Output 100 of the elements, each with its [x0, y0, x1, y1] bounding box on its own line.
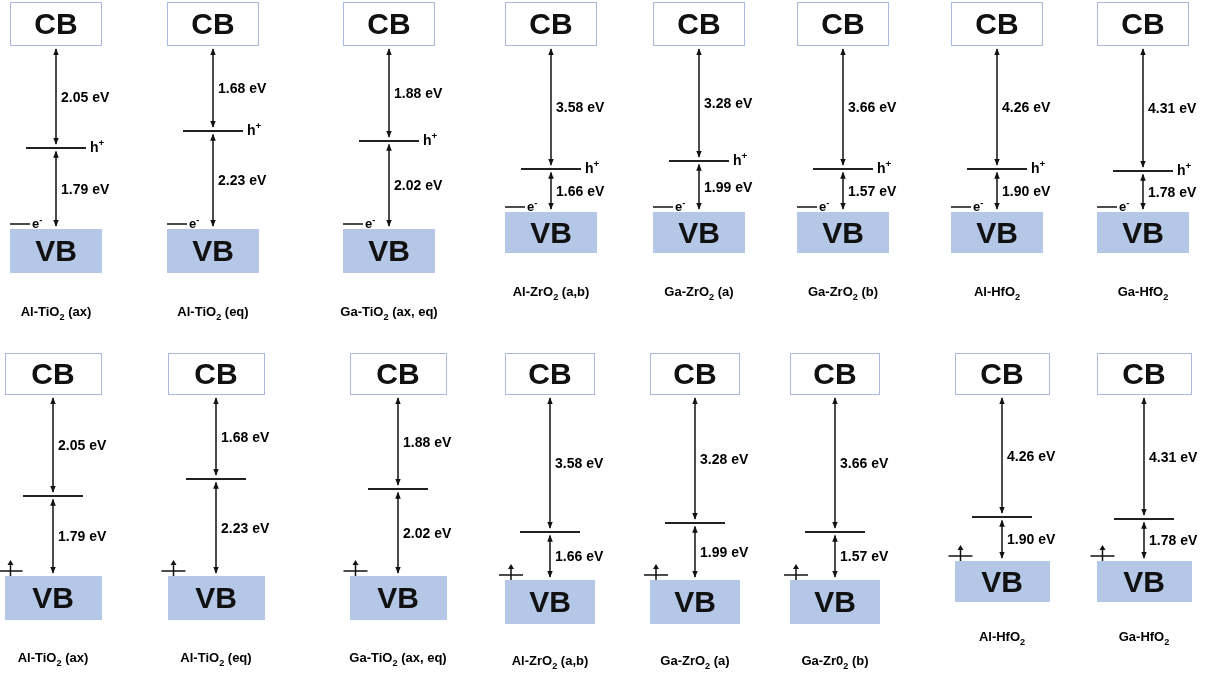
conduction-band-box: [650, 353, 740, 395]
edge-label: 2.02 eV: [394, 178, 443, 193]
valence-band-box: [343, 229, 435, 273]
electron-label: e$^{-}$: [32, 216, 43, 231]
edge-label: 2.23 eV: [221, 520, 270, 535]
energy-level-line: [186, 478, 246, 480]
band-label: VB: [674, 587, 716, 617]
band-label: CB: [376, 359, 420, 389]
valence-band-box: [951, 212, 1043, 253]
edge-label: 4.31 eV: [1148, 101, 1197, 115]
material-caption: Al-HfO$_{2}$: [978, 630, 1026, 647]
band-label: VB: [195, 583, 237, 613]
edge-label: 1.90 eV: [1002, 183, 1051, 198]
conduction-band-box: [4, 353, 102, 395]
valence-band-box: [797, 212, 889, 253]
band-label: VB: [529, 587, 571, 617]
conduction-band-box: [653, 2, 745, 46]
edge-label: 1.78 eV: [1149, 533, 1198, 548]
energy-level-line: [665, 522, 725, 524]
energy-level-line: [23, 495, 83, 497]
energy-level-line: [805, 531, 865, 533]
edge-label: 1.99 eV: [700, 544, 749, 559]
edge-label: 3.58 eV: [555, 456, 604, 470]
band-label: VB: [1122, 217, 1164, 248]
band-label: CB: [194, 359, 238, 389]
edge-label: 1.88 eV: [394, 86, 443, 100]
band-label: CB: [673, 359, 717, 389]
conduction-band-box: [951, 2, 1043, 46]
edge-label: 1.57 eV: [840, 549, 889, 564]
electron-label: e$^{-}$: [973, 199, 984, 214]
material-caption: Ga-ZrO$_{2}$ (a): [664, 285, 734, 302]
material-caption: Al-TiO$_{2}$ (eq): [180, 651, 252, 668]
material-caption: Ga-ZrO$_{2}$ (a): [660, 654, 730, 671]
electron-label: e$^{-}$: [189, 216, 200, 231]
band-label: CB: [529, 9, 573, 39]
energy-level-line: [972, 516, 1032, 518]
conduction-band-box: [954, 353, 1050, 395]
double-arrow: [395, 397, 401, 486]
edge-label: 1.88 eV: [403, 434, 452, 449]
band-label: VB: [32, 583, 74, 613]
edge-label: 1.66 eV: [555, 549, 604, 564]
hole-label: h$^{+}$: [733, 150, 748, 168]
valence-band-box: [954, 561, 1050, 602]
electron-label: e$^{-}$: [1119, 199, 1130, 214]
edge-label: 2.02 eV: [403, 525, 452, 540]
conduction-band-box: [349, 353, 447, 395]
edge-label: 1.99 eV: [704, 179, 753, 194]
band-label: VB: [976, 217, 1018, 248]
hole-label: h$^{+}$: [585, 158, 600, 176]
band-label: CB: [34, 9, 78, 39]
hole-label: h$^{+}$: [877, 158, 892, 176]
double-arrow: [840, 48, 846, 166]
double-arrow: [547, 534, 553, 578]
valence-band-box: [4, 576, 102, 620]
band-label: CB: [813, 359, 857, 389]
material-caption: Al-HfO$_{2}$: [973, 285, 1021, 302]
valence-band-box: [349, 576, 447, 620]
double-arrow: [999, 397, 1005, 514]
edge-label: 4.26 eV: [1007, 448, 1056, 463]
double-arrow: [994, 48, 1000, 166]
double-arrow: [386, 143, 392, 227]
material-caption: Ga-TiO$_{2}$ (ax, eq): [340, 305, 438, 322]
double-arrow: [832, 397, 838, 529]
band-label: VB: [981, 566, 1023, 597]
double-arrow: [548, 48, 554, 166]
double-arrow: [832, 534, 838, 578]
band-label: CB: [31, 359, 75, 389]
band-label: CB: [528, 359, 572, 389]
edge-label: 2.23 eV: [218, 173, 267, 188]
edge-label: 2.05 eV: [61, 89, 110, 104]
band-label: CB: [1121, 9, 1165, 39]
edge-label: 1.79 eV: [58, 529, 107, 544]
band-label: VB: [192, 236, 234, 266]
hole-label: h$^{+}$: [1177, 160, 1192, 178]
conduction-band-box: [343, 2, 435, 46]
double-arrow: [1141, 397, 1147, 516]
edge-label: 4.31 eV: [1149, 449, 1198, 464]
double-arrow: [1141, 521, 1147, 559]
edge-label: 1.68 eV: [221, 429, 270, 444]
edge-label: 3.66 eV: [840, 456, 889, 470]
conduction-band-box: [167, 353, 265, 395]
band-label: CB: [821, 9, 865, 39]
edge-label: 2.05 eV: [58, 438, 107, 452]
band-label: CB: [191, 9, 235, 39]
double-arrow: [50, 397, 56, 493]
double-arrow: [999, 519, 1005, 559]
electron-label: e$^{-}$: [527, 199, 538, 214]
electron-label: e$^{-}$: [675, 199, 686, 214]
conduction-band-box: [790, 353, 880, 395]
double-arrow: [692, 525, 698, 578]
band-label: VB: [678, 217, 720, 248]
edge-label: 1.68 eV: [218, 81, 267, 95]
double-arrow: [548, 171, 554, 210]
material-caption: Ga-ZrO$_{2}$ (b): [807, 285, 879, 302]
hole-label: h$^{+}$: [423, 130, 438, 148]
edge-label: 1.90 eV: [1007, 532, 1056, 547]
double-arrow: [994, 171, 1000, 210]
material-caption: Al-TiO$_{2}$ (ax): [17, 651, 89, 668]
double-arrow: [213, 481, 219, 574]
energy-level-line: [368, 488, 428, 490]
